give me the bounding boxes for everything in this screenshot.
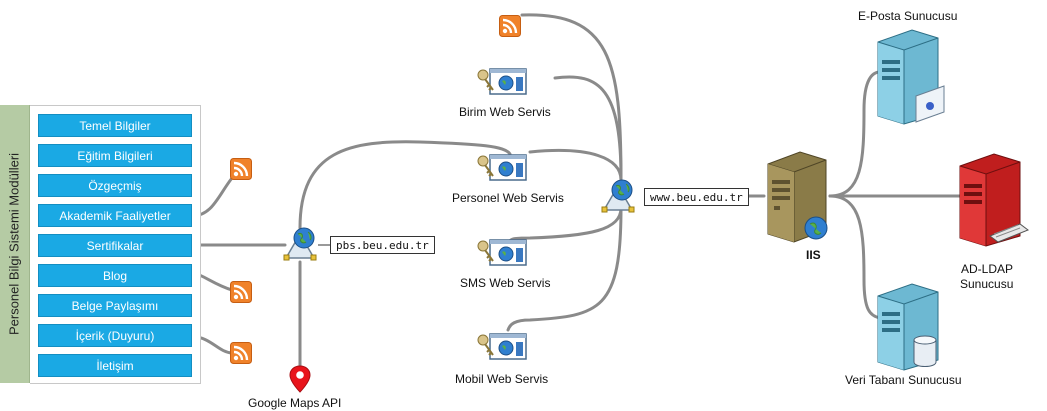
globe-network-icon [601,179,635,213]
module-button-ozgecmis[interactable]: Özgeçmiş [38,174,192,197]
google-maps-label: Google Maps API [248,396,342,410]
connector-www-personel [528,148,623,182]
database-server-label: Veri Tabanı Sunucusu [845,373,962,387]
module-button-iletisim[interactable]: İletişim [38,354,192,377]
module-button-egitim-bilgileri[interactable]: Eğitim Bilgileri [38,144,192,167]
connector-iis-db [828,194,882,320]
panel-sidebar: Personel Bilgi Sistemi Modülleri [0,105,30,383]
rss-icon [230,281,252,303]
module-button-temel-bilgiler[interactable]: Temel Bilgiler [38,114,192,137]
rss-icon [230,158,252,180]
connector-iis-eposta [828,70,882,198]
sms-web-servis-label: SMS Web Servis [460,276,551,290]
connector-www-rss-top [520,13,623,180]
web-service-icon [477,239,527,266]
rss-icon [499,15,521,37]
module-button-belge-paylasimi[interactable]: Belge Paylaşımı [38,294,192,317]
module-button-icerik-duyuru[interactable]: İçerik (Duyuru) [38,324,192,347]
web-service-icon [477,68,527,95]
map-pin-icon [289,365,311,393]
birim-web-servis-label: Birim Web Servis [459,105,551,119]
connector-pbs-personel [298,140,512,230]
module-button-blog[interactable]: Blog [38,264,192,287]
connector-www-birim [553,75,623,180]
connector-stub [318,244,330,246]
module-button-akademik-faaliyetler[interactable]: Akademik Faaliyetler [38,204,192,227]
database-server-icon [877,283,939,371]
ldap-server-label-line1: AD-LDAP [961,262,1014,276]
web-service-icon [477,154,527,181]
mail-server-icon [877,29,945,125]
www-url-box[interactable]: www.beu.edu.tr [644,188,749,206]
module-button-sertifikalar[interactable]: Sertifikalar [38,234,192,257]
iis-label: IIS [806,248,821,262]
panel-title: Personel Bilgi Sistemi Modülleri [6,152,22,336]
personel-web-servis-label: Personel Web Servis [452,191,564,205]
rss-icon [230,342,252,364]
pbs-url-box[interactable]: pbs.beu.edu.tr [330,236,435,254]
eposta-server-label: E-Posta Sunucusu [858,9,958,23]
ldap-server-label-line2: Sunucusu [960,277,1014,291]
iis-server-icon [767,151,828,243]
connector-www-mobil [506,206,623,332]
mobil-web-servis-label: Mobil Web Servis [455,372,549,386]
globe-network-icon [283,227,317,261]
web-service-icon [477,333,527,360]
ldap-server-icon [959,153,1030,247]
